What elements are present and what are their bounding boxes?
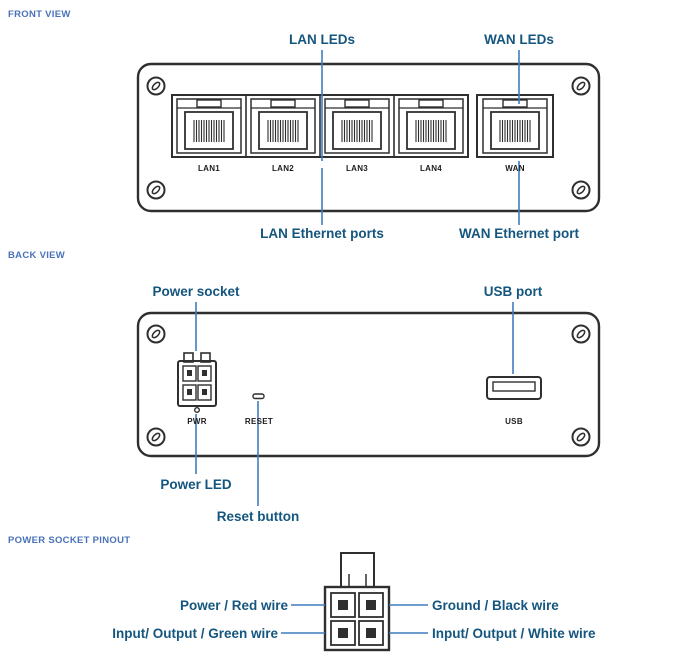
wan-leds-label: WAN LEDs: [484, 32, 554, 47]
screw-icon: [571, 76, 591, 96]
screw-icon: [146, 76, 166, 96]
usb-port-label: USB port: [483, 284, 543, 299]
screw-icon: [146, 427, 166, 447]
lan-port-group: [171, 94, 469, 158]
connector-latch: [340, 552, 375, 588]
power-led: [193, 407, 200, 414]
usb-label: USB: [505, 417, 523, 426]
lan-ethernet-ports-label: LAN Ethernet ports: [260, 226, 384, 241]
usb-port: [486, 376, 542, 400]
port-label-lan2: LAN2: [271, 164, 295, 173]
pin-cell-power: [330, 592, 356, 618]
screw-icon: [571, 427, 591, 447]
io-white-wire-label: Input/ Output / White wire: [432, 626, 596, 641]
lan-leds-label: LAN LEDs: [288, 32, 356, 47]
power-led-label: Power LED: [160, 477, 232, 492]
power-socket-pinout-header: POWER SOCKET PINOUT: [8, 535, 131, 546]
screw-icon: [146, 324, 166, 344]
pin-cell-io-green: [330, 620, 356, 646]
pin-cell-ground: [358, 592, 384, 618]
screw-icon: [571, 180, 591, 200]
connector-body: [323, 585, 391, 652]
pwr-label: PWR: [187, 417, 207, 426]
power-red-wire-label: Power / Red wire: [179, 598, 288, 613]
reset-label: RESET: [244, 417, 274, 426]
reset-button-label: Reset button: [216, 509, 300, 524]
pinout-connector: [281, 552, 428, 652]
wan-ethernet-port-label: WAN Ethernet port: [459, 226, 579, 241]
port-label-lan3: LAN3: [345, 164, 369, 173]
io-green-wire-label: Input/ Output / Green wire: [112, 626, 278, 641]
port-label-lan1: LAN1: [197, 164, 221, 173]
power-socket: [177, 352, 217, 407]
wan-port-group: [476, 94, 554, 158]
ground-black-wire-label: Ground / Black wire: [432, 598, 559, 613]
screw-icon: [146, 180, 166, 200]
power-socket-label: Power socket: [152, 284, 240, 299]
front-panel: [136, 50, 601, 225]
port-label-wan: WAN: [505, 164, 525, 173]
reset-pinhole: [252, 393, 265, 400]
port-label-lan4: LAN4: [419, 164, 443, 173]
pin-cell-io-white: [358, 620, 384, 646]
back-view-header: BACK VIEW: [8, 250, 66, 261]
back-panel: [136, 302, 601, 506]
front-view-header: FRONT VIEW: [8, 9, 71, 20]
screw-icon: [571, 324, 591, 344]
